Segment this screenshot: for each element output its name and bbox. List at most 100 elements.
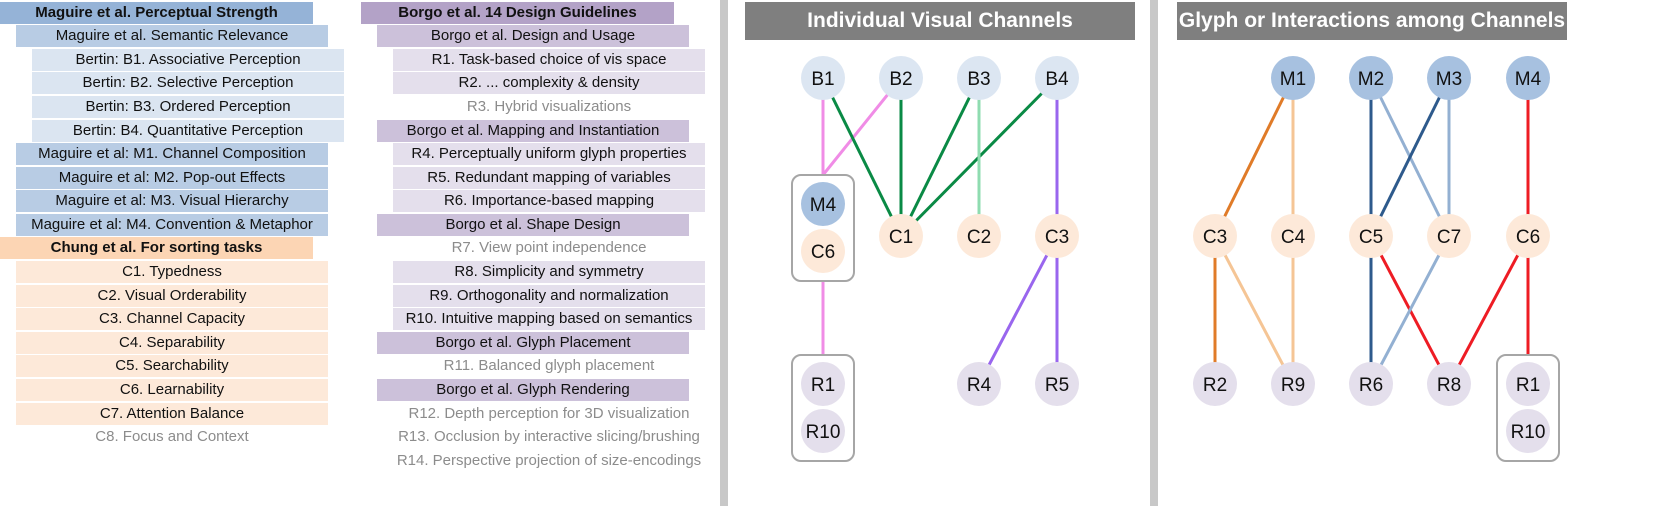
list-item-r13: R13. Occlusion by interactive slicing/br… xyxy=(398,428,700,445)
node-c6: C6 xyxy=(1506,214,1550,258)
node-label: B2 xyxy=(889,69,912,90)
edge-c6-r8 xyxy=(1447,235,1530,385)
node-c6: C6 xyxy=(801,229,845,273)
node-r1: R1 xyxy=(801,362,845,406)
node-circle xyxy=(957,362,1001,406)
node-circle xyxy=(801,409,845,453)
chung-header: Chung et al. For sorting tasks xyxy=(0,237,313,259)
node-circle xyxy=(1506,214,1550,258)
node-circle xyxy=(1506,409,1550,453)
list-item-c3: C3. Channel Capacity xyxy=(16,308,328,330)
individual-channels-title: Individual Visual Channels xyxy=(745,2,1135,40)
node-circle xyxy=(1035,362,1079,406)
list-item-c2: C2. Visual Orderability xyxy=(16,285,328,307)
node-circle xyxy=(879,56,923,100)
borgo-design-usage-header: Borgo et al. Design and Usage xyxy=(377,25,689,47)
list-item-c7: C7. Attention Balance xyxy=(16,403,328,425)
list-item-m1: Maguire et al: M1. Channel Composition xyxy=(16,143,328,165)
list-item-r4: R4. Perceptually uniform glyph propertie… xyxy=(393,143,705,165)
node-label: C2 xyxy=(967,227,991,248)
node-m4: M4 xyxy=(1506,56,1550,100)
node-label: B4 xyxy=(1045,69,1069,90)
list-item-r8: R8. Simplicity and symmetry xyxy=(393,261,705,283)
node-label: R5 xyxy=(1045,375,1069,396)
node-r9: R9 xyxy=(1271,362,1315,406)
node-r8: R8 xyxy=(1427,362,1471,406)
node-circle xyxy=(879,214,923,258)
borgo-header: Borgo et al. 14 Design Guidelines xyxy=(361,2,674,24)
node-label: B1 xyxy=(811,69,834,90)
edge-m3-c5 xyxy=(1369,77,1451,237)
node-circle xyxy=(1427,214,1471,258)
node-label: M1 xyxy=(1280,69,1306,90)
borgo-placement-header: Borgo et al. Glyph Placement xyxy=(377,332,689,354)
list-item-r1: R1. Task-based choice of vis space xyxy=(393,49,705,71)
node-r10: R10 xyxy=(1506,409,1550,453)
node-circle xyxy=(801,56,845,100)
node-circle xyxy=(801,362,845,406)
node-circle xyxy=(1349,56,1393,100)
node-r10: R10 xyxy=(801,409,845,453)
node-b3: B3 xyxy=(957,56,1001,100)
node-label: M4 xyxy=(1515,69,1542,90)
node-m3: M3 xyxy=(1427,56,1471,100)
list-item-m2: Maguire et al: M2. Pop-out Effects xyxy=(16,167,328,189)
list-item-r11: R11. Balanced glyph placement xyxy=(443,357,655,374)
node-circle xyxy=(801,229,845,273)
panel-divider xyxy=(1150,0,1158,506)
node-c1: C1 xyxy=(879,214,923,258)
list-item-b4: Bertin: B4. Quantitative Perception xyxy=(32,120,344,142)
list-item-r9: R9. Orthogonality and normalization xyxy=(393,285,705,307)
node-c3: C3 xyxy=(1035,214,1079,258)
node-m2: M2 xyxy=(1349,56,1393,100)
node-m1: M1 xyxy=(1271,56,1315,100)
list-item-c1: C1. Typedness xyxy=(16,261,328,283)
node-label: C7 xyxy=(1437,227,1461,248)
node-circle xyxy=(1035,214,1079,258)
list-item-r3: R3. Hybrid visualizations xyxy=(466,98,632,115)
node-circle xyxy=(1271,56,1315,100)
edge-b3-c1 xyxy=(899,77,981,237)
node-r1: R1 xyxy=(1506,362,1550,406)
node-m4: M4 xyxy=(801,182,845,226)
list-item-c4: C4. Separability xyxy=(16,332,328,354)
node-circle xyxy=(1427,56,1471,100)
node-circle xyxy=(957,56,1001,100)
borgo-shape-header: Borgo et al. Shape Design xyxy=(377,214,689,236)
list-item-r12: R12. Depth perception for 3D visualizati… xyxy=(408,405,690,422)
node-label: M3 xyxy=(1436,69,1462,90)
node-r6: R6 xyxy=(1349,362,1393,406)
glyph-interactions-title: Glyph or Interactions among Channels xyxy=(1177,2,1567,40)
node-label: M4 xyxy=(810,195,837,216)
node-label: R8 xyxy=(1437,375,1461,396)
node-c3: C3 xyxy=(1193,214,1237,258)
node-circle xyxy=(1271,362,1315,406)
list-item-c6: C6. Learnability xyxy=(16,379,328,401)
node-circle xyxy=(801,182,845,226)
list-item-r14: R14. Perspective projection of size-enco… xyxy=(396,452,702,469)
node-circle xyxy=(1506,362,1550,406)
list-item-r6: R6. Importance-based mapping xyxy=(393,190,705,212)
node-label: B3 xyxy=(967,69,990,90)
node-b2: B2 xyxy=(879,56,923,100)
node-circle xyxy=(1193,214,1237,258)
node-label: C1 xyxy=(889,227,913,248)
node-label: R10 xyxy=(1511,422,1546,443)
node-circle xyxy=(1349,362,1393,406)
node-label: R9 xyxy=(1281,375,1305,396)
node-label: M2 xyxy=(1358,69,1384,90)
node-circle xyxy=(1506,56,1550,100)
node-label: R1 xyxy=(1516,375,1540,396)
node-label: C6 xyxy=(1516,227,1540,248)
list-item-b3: Bertin: B3. Ordered Perception xyxy=(32,96,344,118)
borgo-mapping-header: Borgo et al. Mapping and Instantiation xyxy=(377,120,689,142)
list-item-c8: C8. Focus and Context xyxy=(95,428,249,445)
node-c2: C2 xyxy=(957,214,1001,258)
node-circle xyxy=(1193,362,1237,406)
list-item-r7: R7. View point independence xyxy=(451,239,647,256)
node-label: R2 xyxy=(1203,375,1227,396)
edge-m1-c3 xyxy=(1213,77,1295,237)
node-label: C3 xyxy=(1045,227,1069,248)
column-divider xyxy=(720,0,728,506)
